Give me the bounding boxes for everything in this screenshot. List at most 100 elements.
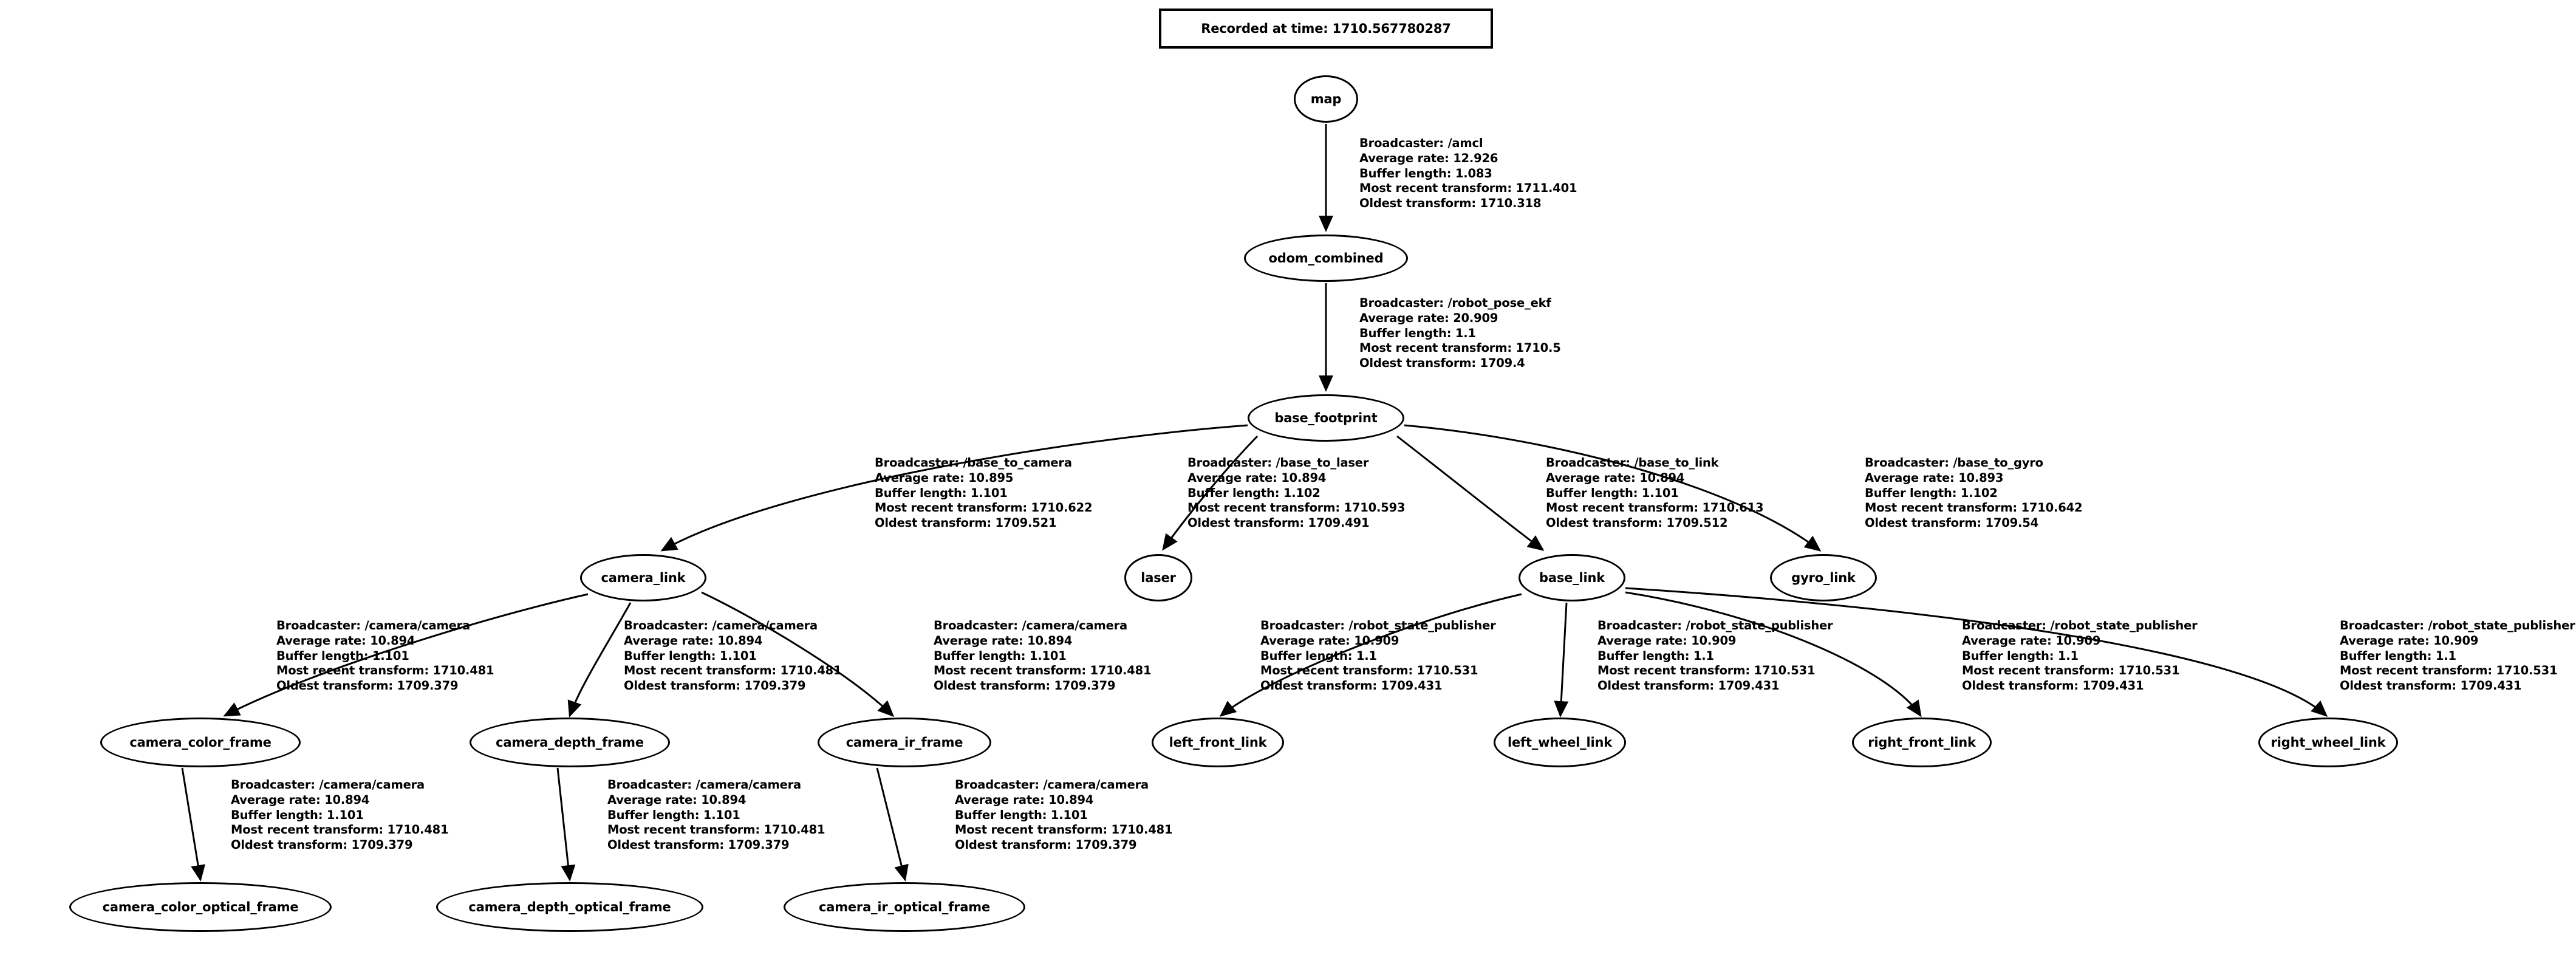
tf-node-right_wheel_link[interactable]: right_wheel_link bbox=[2258, 718, 2398, 767]
tf-node-base_link[interactable]: base_link bbox=[1519, 554, 1625, 601]
tf-node-odom_combined[interactable]: odom_combined bbox=[1244, 235, 1408, 282]
tf-edge-label-line: Oldest transform: 1709.379 bbox=[607, 838, 790, 852]
tf-edge-label-line: Most recent transform: 1710.5 bbox=[1359, 341, 1561, 355]
tf-edge-label-line: Most recent transform: 1710.642 bbox=[1865, 501, 2083, 515]
tf-edge-label-line: Average rate: 10.909 bbox=[2340, 633, 2479, 648]
tf-edge-label-line: Average rate: 10.894 bbox=[624, 633, 763, 648]
tf-edge-label-line: Most recent transform: 1711.401 bbox=[1359, 181, 1577, 196]
tf-node-camera_link[interactable]: camera_link bbox=[580, 554, 706, 601]
tf-edge-label-line: Oldest transform: 1710.318 bbox=[1359, 196, 1542, 210]
tf-edge-label-line: Buffer length: 1.101 bbox=[231, 807, 364, 822]
tf-edge-label-line: Buffer length: 1.1 bbox=[2340, 648, 2456, 663]
tf-edge-label-line: Most recent transform: 1710.531 bbox=[2340, 663, 2558, 678]
tf-node-label: base_footprint bbox=[1274, 411, 1378, 425]
tf-edge-base_link-left_wheel_link bbox=[1554, 602, 1569, 718]
tf-node-label: left_front_link bbox=[1169, 735, 1267, 750]
tf-edge-label-line: Most recent transform: 1710.531 bbox=[1597, 663, 1816, 678]
tf-node-camera_depth_frame[interactable]: camera_depth_frame bbox=[470, 718, 670, 767]
tf-edge-label-line: Oldest transform: 1709.54 bbox=[1865, 516, 2038, 530]
tf-edge-label-line: Average rate: 10.894 bbox=[1546, 470, 1685, 485]
tf-edge-label-line: Average rate: 10.894 bbox=[231, 792, 370, 807]
tf-edge-label-line: Buffer length: 1.1 bbox=[1962, 648, 2079, 663]
tf-node-laser[interactable]: laser bbox=[1124, 554, 1192, 601]
tf-edge-label-line: Buffer length: 1.102 bbox=[1865, 485, 1998, 500]
tf-edge-label-line: Average rate: 10.909 bbox=[1962, 633, 2101, 648]
tf-node-label: left_wheel_link bbox=[1508, 735, 1612, 750]
recorded-time-box: Recorded at time: 1710.567780287 bbox=[1159, 9, 1493, 49]
tf-node-camera_color_optical_frame[interactable]: camera_color_optical_frame bbox=[69, 882, 332, 932]
tf-edge-label-line: Buffer length: 1.101 bbox=[955, 807, 1088, 822]
tf-node-label: camera_ir_frame bbox=[846, 735, 963, 750]
tf-node-camera_ir_frame[interactable]: camera_ir_frame bbox=[818, 718, 991, 767]
tf-edge-label-line: Oldest transform: 1709.379 bbox=[624, 679, 806, 693]
tf-edge-label-line: Average rate: 10.909 bbox=[1597, 633, 1737, 648]
tf-edge-label-line: Most recent transform: 1710.481 bbox=[624, 663, 842, 678]
tf-edge-camera_color_frame-camera_color_optical_frame bbox=[181, 767, 205, 882]
tf-edge-label-line: Buffer length: 1.101 bbox=[934, 648, 1067, 663]
tf-edge-label-line: Most recent transform: 1710.481 bbox=[934, 663, 1152, 678]
tf-node-right_front_link[interactable]: right_front_link bbox=[1852, 718, 1992, 767]
tf-edge-label-line: Oldest transform: 1709.512 bbox=[1546, 516, 1728, 530]
tf-node-label: camera_depth_frame bbox=[496, 735, 644, 750]
tf-node-label: camera_link bbox=[601, 570, 686, 585]
tf-node-camera_depth_optical_frame[interactable]: camera_depth_optical_frame bbox=[436, 882, 703, 932]
tf-edge-label-line: Broadcaster: /camera/camera bbox=[624, 618, 818, 632]
tf-edge-label-line: Most recent transform: 1710.481 bbox=[276, 663, 494, 678]
tf-edge-label-line: Average rate: 12.926 bbox=[1359, 151, 1498, 165]
tf-edge-label-line: Average rate: 10.895 bbox=[875, 470, 1014, 485]
tf-node-gyro_link[interactable]: gyro_link bbox=[1770, 554, 1877, 601]
tf-edge-label-line: Oldest transform: 1709.379 bbox=[276, 679, 459, 693]
tf-edge-label-line: Average rate: 10.894 bbox=[934, 633, 1073, 648]
tf-edge-label-line: Most recent transform: 1710.531 bbox=[1260, 663, 1478, 678]
tf-edge-label-line: Most recent transform: 1710.481 bbox=[955, 823, 1173, 837]
tf-edge-label-line: Broadcaster: /robot_state_publisher bbox=[1962, 618, 2198, 632]
tf-edge-label-line: Average rate: 10.894 bbox=[607, 792, 746, 807]
tf-node-label: gyro_link bbox=[1791, 570, 1856, 585]
tf-edge-label-line: Buffer length: 1.102 bbox=[1187, 485, 1320, 500]
tf-node-label: camera_depth_optical_frame bbox=[468, 900, 671, 914]
tf-edge-camera_link-camera_depth_frame bbox=[567, 602, 632, 718]
tf-node-label: camera_color_optical_frame bbox=[102, 900, 299, 914]
tf-edge-label-line: Buffer length: 1.083 bbox=[1359, 166, 1492, 180]
tf-edge-label-line: Broadcaster: /robot_state_publisher bbox=[1597, 618, 1833, 632]
tf-edge-label-line: Most recent transform: 1710.593 bbox=[1187, 501, 1406, 515]
tf-node-label: odom_combined bbox=[1268, 251, 1384, 265]
tf-edge-label-line: Buffer length: 1.101 bbox=[875, 485, 1008, 500]
tf-node-label: right_front_link bbox=[1868, 735, 1976, 750]
tf-node-left_front_link[interactable]: left_front_link bbox=[1152, 718, 1284, 767]
tf-node-camera_color_frame[interactable]: camera_color_frame bbox=[100, 718, 301, 767]
tf-edge-label-line: Average rate: 20.909 bbox=[1359, 310, 1498, 325]
tf-edge-label-line: Broadcaster: /base_to_link bbox=[1546, 456, 1719, 470]
tf-node-label: camera_color_frame bbox=[129, 735, 272, 750]
tf-edge-label-line: Buffer length: 1.1 bbox=[1597, 648, 1714, 663]
tf-node-label: camera_ir_optical_frame bbox=[818, 900, 991, 914]
tf-node-left_wheel_link[interactable]: left_wheel_link bbox=[1494, 718, 1626, 767]
tf-edge-label-line: Average rate: 10.909 bbox=[1260, 633, 1399, 648]
tf-edge-label-line: Broadcaster: /base_to_gyro bbox=[1865, 456, 2043, 470]
tf-edge-label-line: Most recent transform: 1710.481 bbox=[607, 823, 825, 837]
tf-edge-base_footprint-base_link bbox=[1396, 435, 1545, 551]
tf-edge-label-line: Broadcaster: /camera/camera bbox=[276, 618, 470, 632]
tf-edge-label-line: Most recent transform: 1710.622 bbox=[875, 501, 1093, 515]
tf-edge-label-line: Broadcaster: /base_to_laser bbox=[1187, 456, 1369, 470]
tf-edge-label-line: Buffer length: 1.101 bbox=[1546, 485, 1679, 500]
tf-edge-camera_depth_frame-camera_depth_optical_frame bbox=[556, 767, 576, 882]
tf-node-map[interactable]: map bbox=[1294, 75, 1358, 123]
tf-node-base_footprint[interactable]: base_footprint bbox=[1248, 394, 1404, 442]
tf-node-camera_ir_optical_frame[interactable]: camera_ir_optical_frame bbox=[784, 882, 1025, 932]
